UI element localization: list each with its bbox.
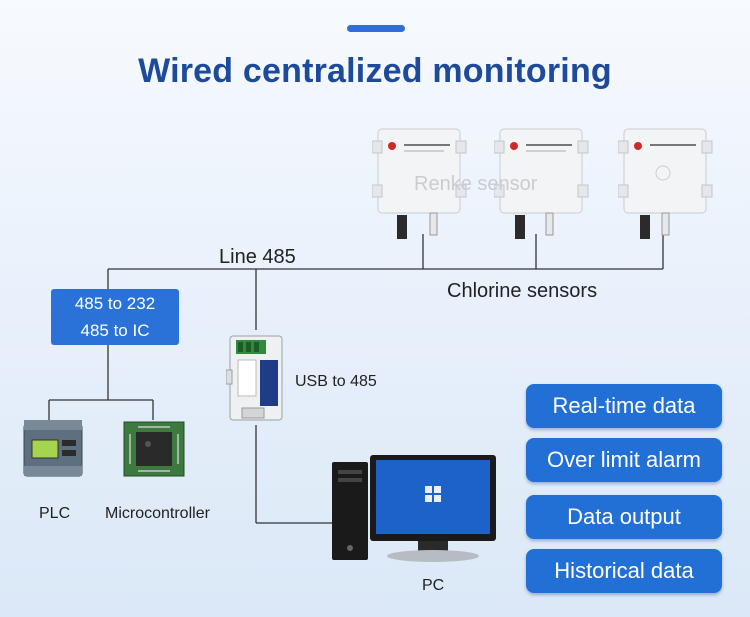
converter-line-1: 485 to 232	[74, 294, 156, 313]
microcontroller-board	[123, 421, 185, 477]
watermark-text: Renke sensor	[414, 173, 538, 195]
converter-line-2: 485 to IC	[80, 321, 150, 340]
page-title: Wired centralized monitoring	[138, 52, 612, 90]
sensors-label: Chlorine sensors	[447, 280, 598, 302]
usb-485-label: USB to 485	[295, 373, 377, 390]
feature-realtime-data: Real-time data	[526, 384, 722, 428]
feature-data-output: Data output	[526, 495, 722, 539]
feature-over-limit-alarm: Over limit alarm	[526, 438, 722, 482]
pc-computer	[332, 455, 496, 562]
plc-device	[23, 420, 83, 477]
line-485-label: Line 485	[219, 246, 296, 268]
plc-label: PLC	[39, 505, 71, 522]
microcontroller-label: Microcontroller	[105, 505, 210, 522]
feature-historical-data: Historical data	[526, 549, 722, 593]
usb-485-converter	[226, 335, 283, 421]
chlorine-sensor-1	[372, 128, 467, 239]
pc-label: PC	[422, 577, 445, 594]
chlorine-sensor-3	[618, 128, 713, 239]
decorative-bar	[347, 25, 405, 32]
chlorine-sensor-2	[494, 128, 589, 239]
protocol-converter-box: 485 to 232 485 to IC	[51, 289, 179, 345]
